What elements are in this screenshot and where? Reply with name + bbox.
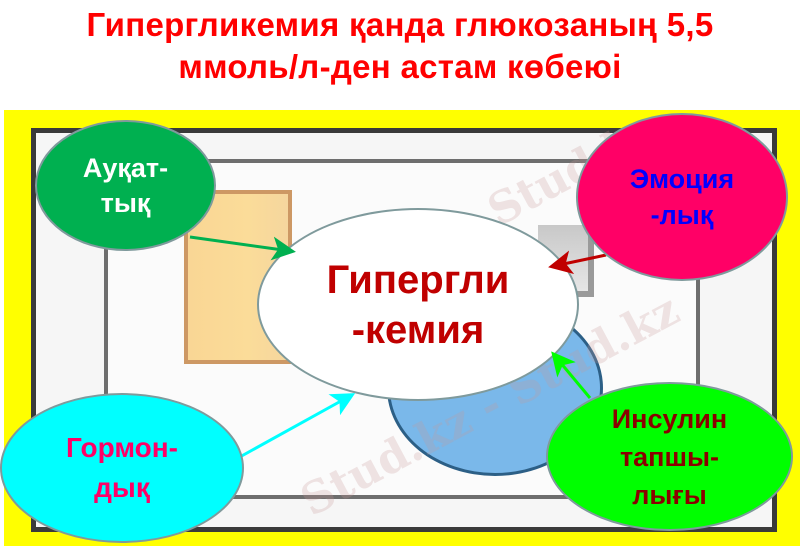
factor-node-food: Ауқат- тық — [35, 120, 216, 251]
factor-emotion-line-1: Эмоция — [629, 164, 735, 194]
slide-title: Гипергликемия қанда глюкозаның 5,5 ммоль… — [0, 4, 800, 88]
center-node-line-2: -кемия — [351, 307, 485, 352]
title-line-2: ммоль/л-ден астам көбеюі — [178, 48, 622, 85]
factor-emotion-line-2: -лық — [650, 200, 714, 230]
factor-node-insulin: Инсулин тапшы- лығы — [546, 382, 793, 531]
factor-hormone-line-1: Гормон- — [66, 432, 178, 463]
factor-food-line-2: тық — [100, 187, 151, 218]
factor-insulin-line-2: тапшы- — [619, 441, 720, 472]
factor-insulin-line-3: лығы — [632, 479, 707, 510]
factor-food-line-1: Ауқат- — [82, 152, 169, 183]
factor-node-emotion: Эмоция -лық — [576, 113, 788, 281]
factor-hormone-line-2: дық — [94, 472, 150, 503]
factor-insulin-line-1: Инсулин — [611, 403, 728, 434]
title-line-1: Гипергликемия қанда глюкозаның 5,5 — [86, 6, 714, 43]
center-node-line-1: Гипергли — [326, 257, 510, 302]
factor-node-hormone: Гормон- дық — [0, 393, 244, 543]
center-node-hyperglycemia: Гипергли -кемия — [257, 208, 579, 401]
